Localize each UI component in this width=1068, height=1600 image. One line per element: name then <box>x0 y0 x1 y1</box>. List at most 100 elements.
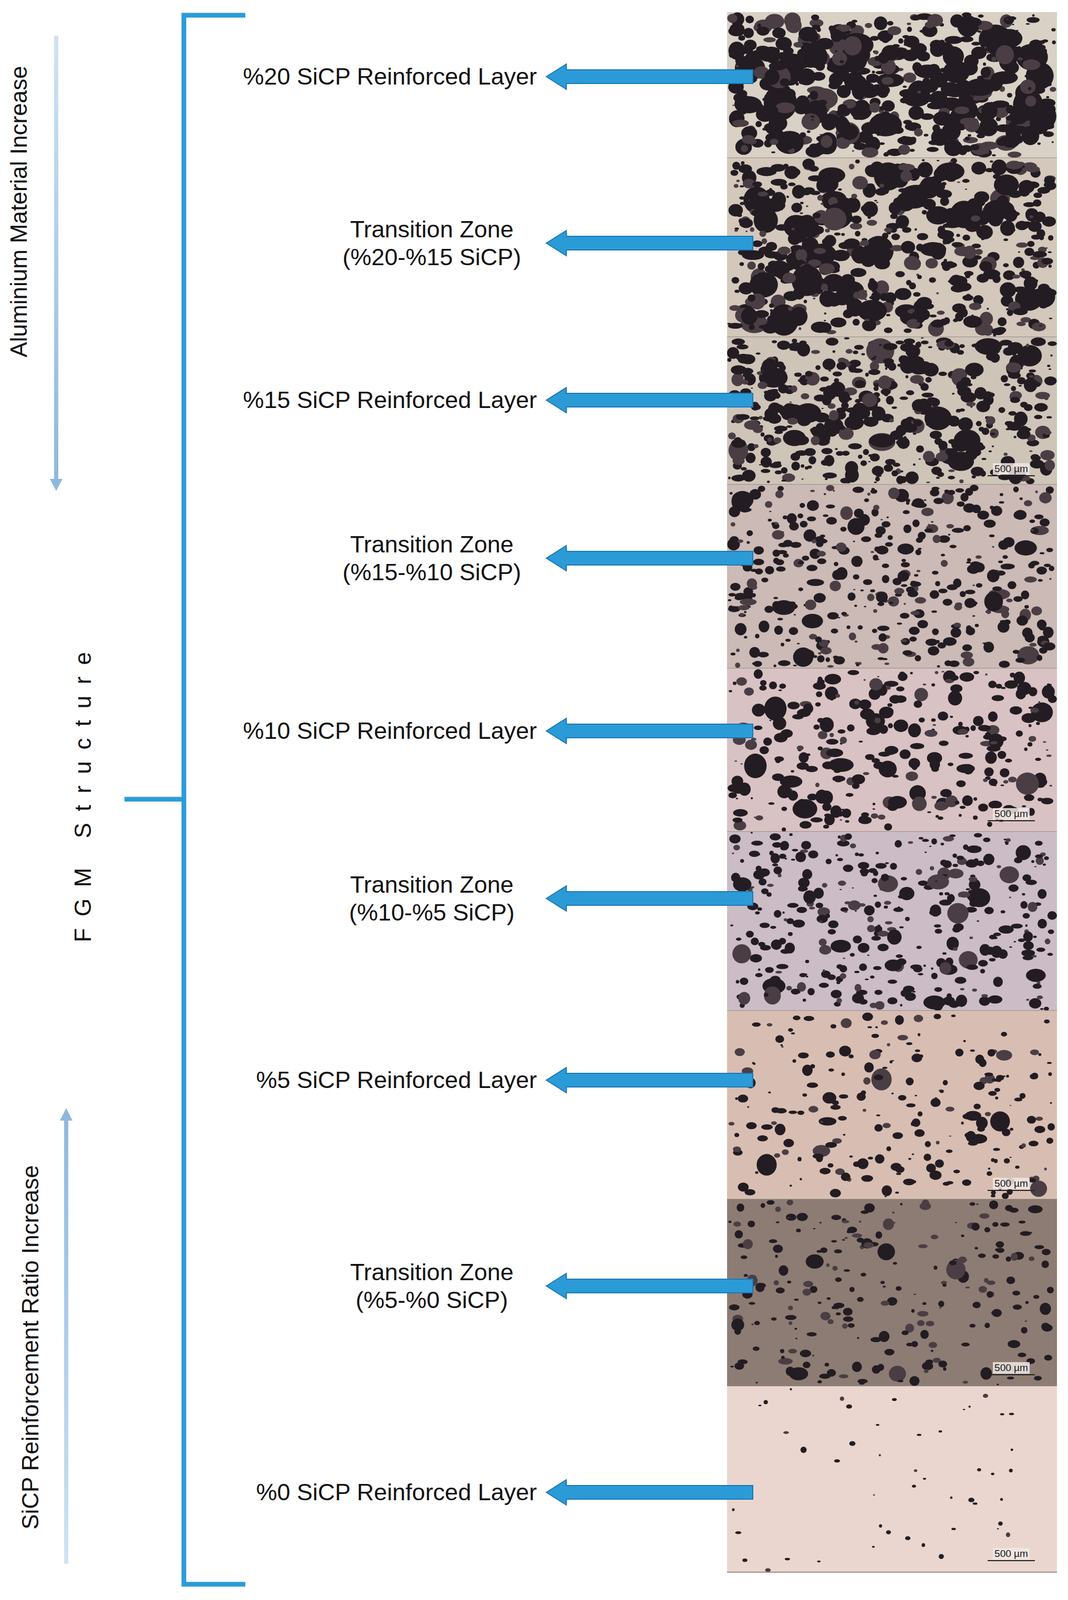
sic-particle <box>910 581 917 584</box>
sic-particle <box>885 396 894 406</box>
sic-particle <box>949 457 957 461</box>
sic-particle <box>872 254 888 262</box>
sic-particle <box>963 525 972 532</box>
sic-particle <box>1036 655 1043 662</box>
sic-particle <box>827 249 833 253</box>
sic-particle <box>815 365 821 371</box>
sic-particle <box>780 183 788 190</box>
sic-particle <box>898 163 916 171</box>
sic-particle <box>975 555 982 560</box>
sic-particle <box>867 594 875 602</box>
sic-particle <box>1049 317 1053 320</box>
sic-particle <box>829 581 841 592</box>
sic-particle <box>925 377 932 383</box>
sic-particle <box>903 119 912 125</box>
sic-particle <box>1045 96 1050 99</box>
sic-particle <box>845 349 853 355</box>
sic-particle <box>921 210 928 215</box>
sic-particle <box>864 498 869 503</box>
sic-particle <box>777 486 784 492</box>
sic-particle <box>825 337 839 346</box>
sic-particle <box>860 589 864 592</box>
sic-particle <box>1031 606 1042 616</box>
sic-particle <box>951 242 964 248</box>
sic-particle <box>915 549 922 556</box>
sic-particle <box>909 137 917 143</box>
sic-particle <box>970 215 981 222</box>
sic-particle <box>959 344 965 349</box>
sic-particle <box>771 192 786 208</box>
sic-particle <box>998 407 1006 413</box>
sic-particle <box>1052 40 1056 45</box>
sic-particle <box>912 310 919 318</box>
sic-particle <box>822 514 829 518</box>
sic-particle <box>733 183 739 189</box>
sic-particle <box>1030 454 1040 462</box>
sic-particle <box>896 192 916 212</box>
sic-particle <box>969 144 980 151</box>
sic-particle <box>737 213 743 218</box>
sic-particle <box>882 232 889 240</box>
sic-particle <box>1032 14 1035 17</box>
sic-particle <box>918 458 921 460</box>
sic-particle <box>766 223 771 227</box>
sic-particle <box>916 233 929 241</box>
sic-particle <box>920 340 929 345</box>
sic-particle <box>747 139 758 145</box>
sic-particle <box>749 227 755 233</box>
sic-particle <box>1006 18 1009 20</box>
sic-particle <box>803 299 807 304</box>
sic-particle <box>762 128 766 131</box>
sic-particle <box>1034 279 1039 283</box>
sic-particle <box>989 160 993 163</box>
sic-particle <box>862 386 866 388</box>
sic-particle <box>852 486 865 494</box>
sic-particle <box>909 148 916 152</box>
sic-particle <box>885 367 888 371</box>
sic-particle <box>774 470 783 475</box>
sic-particle <box>1027 241 1035 248</box>
sic-particle <box>1006 105 1015 114</box>
sic-particle <box>978 427 985 432</box>
sic-particle <box>913 420 923 427</box>
sic-particle <box>852 175 868 190</box>
sic-particle <box>753 444 759 449</box>
sic-particle <box>823 187 829 192</box>
sic-particle <box>789 169 795 173</box>
sic-particle <box>965 448 978 461</box>
sic-particle <box>958 169 961 171</box>
sic-particle <box>769 375 776 383</box>
sic-particle <box>792 184 806 199</box>
sic-particle <box>755 120 762 128</box>
sic-particle <box>820 376 829 382</box>
sic-particle <box>925 21 935 29</box>
sic-particle <box>955 488 965 493</box>
sic-particle <box>793 42 803 48</box>
sic-particle <box>984 46 988 49</box>
sic-particle <box>795 82 800 86</box>
sic-particle <box>1022 165 1025 169</box>
sic-particle <box>860 460 867 467</box>
sic-particle <box>959 591 967 598</box>
sic-particle <box>963 17 982 28</box>
sic-particle <box>874 200 878 202</box>
sic-particle <box>824 312 827 315</box>
sic-particle <box>763 37 776 43</box>
sic-particle <box>1039 39 1046 44</box>
sic-particle <box>881 76 894 85</box>
sic-particle <box>799 316 807 323</box>
sic-particle <box>798 561 805 565</box>
sic-particle <box>906 22 911 26</box>
sic-particle <box>753 192 756 194</box>
sic-particle <box>773 437 782 444</box>
sic-particle <box>835 451 844 456</box>
sic-particle <box>1003 238 1009 242</box>
sic-particle <box>882 255 889 260</box>
sic-particle <box>811 14 819 21</box>
sic-particle <box>789 401 792 403</box>
sic-particle <box>859 240 870 246</box>
sic-particle <box>810 240 815 243</box>
sic-particle <box>779 370 787 379</box>
sic-particle <box>936 310 945 316</box>
sic-particle <box>757 263 765 271</box>
